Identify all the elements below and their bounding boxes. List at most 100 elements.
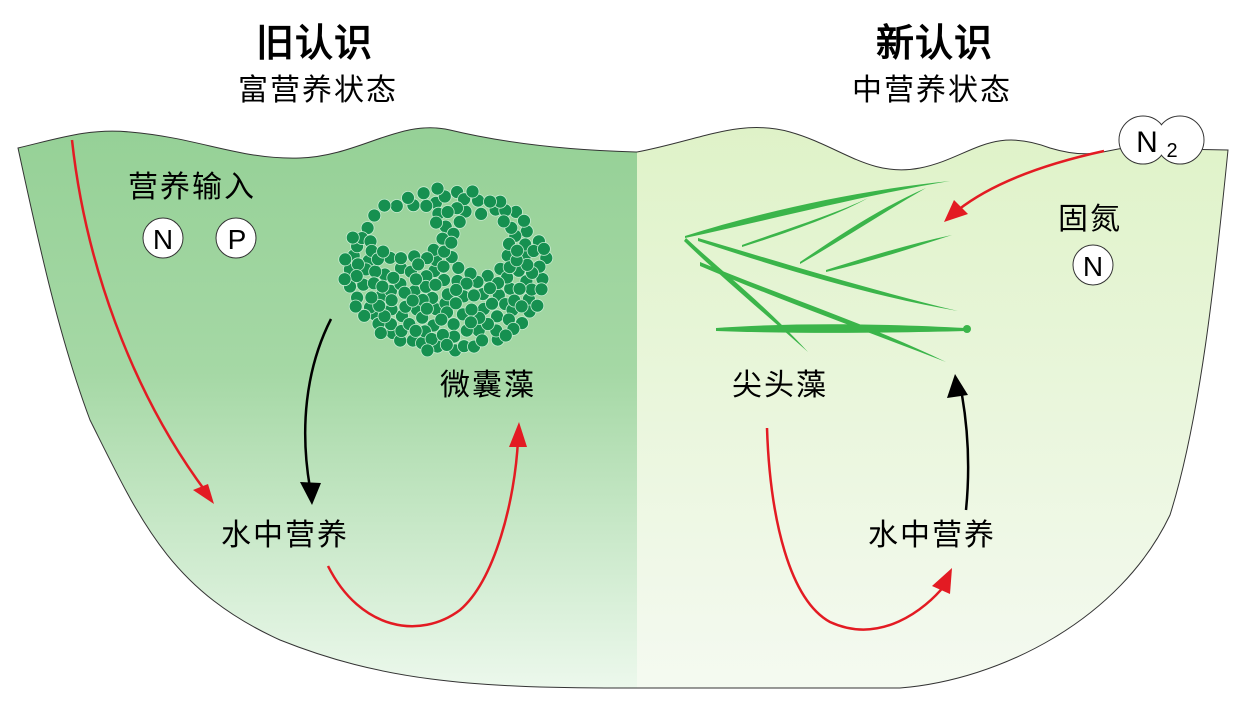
filament <box>700 262 946 362</box>
right-water-nutrients-label: 水中营养 <box>868 518 996 553</box>
release-arrow-right <box>765 427 946 631</box>
colony-cell <box>510 243 524 258</box>
colony-cell <box>530 298 545 313</box>
colony-cell <box>389 199 404 213</box>
fixed-n-badge: N <box>1072 244 1114 286</box>
colony-cell <box>375 279 390 294</box>
colony-cell <box>496 214 511 229</box>
colony-cell <box>436 259 451 274</box>
colony-cell <box>512 281 527 296</box>
filament-tip <box>963 325 971 333</box>
colony-cell <box>440 205 455 219</box>
left-title: 旧认识 <box>256 21 374 65</box>
colony-cell <box>463 315 478 330</box>
colony-cell <box>376 244 391 259</box>
left-water-nutrients-label: 水中营养 <box>221 518 349 553</box>
colony-cell <box>449 282 464 297</box>
colony-cell <box>474 206 489 221</box>
filament <box>826 235 952 272</box>
colony-cell <box>357 308 372 323</box>
filament <box>742 198 868 247</box>
colony-cell <box>408 323 423 338</box>
colony-cell <box>351 257 365 272</box>
fixation-arrowhead <box>944 200 968 222</box>
fixation-arrow <box>957 149 1105 211</box>
nitrogen-fixation-label: 固氮 <box>1058 202 1122 237</box>
colony-cell <box>465 184 480 199</box>
nutrient-n-badge: N <box>142 217 184 259</box>
nutrient-input-arrow <box>70 139 208 493</box>
colony-cell <box>444 235 459 250</box>
colony-cell <box>459 276 474 291</box>
colony-cell <box>337 272 352 287</box>
n2-subscript: 2 <box>1166 140 1177 162</box>
filament <box>800 188 926 264</box>
nutrient-input-label: 营养输入 <box>128 170 256 205</box>
colony-cell <box>384 293 399 308</box>
colony-cell <box>349 269 364 283</box>
colony-cell <box>411 257 426 272</box>
uptake-arrowhead-right <box>947 374 968 398</box>
trichodesmium-label: 尖头藻 <box>732 368 828 403</box>
colony-cell <box>537 241 551 256</box>
colony-cell <box>430 181 445 196</box>
filament <box>684 238 808 352</box>
colony-cell <box>466 288 481 303</box>
colony-cell <box>338 252 353 267</box>
colony-cell <box>419 301 434 316</box>
colony-cell <box>348 299 363 314</box>
colony-cell <box>377 198 392 213</box>
fixed-n-text: N <box>1083 251 1103 282</box>
left-water <box>18 127 637 688</box>
uptake-arrow-right <box>960 394 970 511</box>
colony-cell <box>448 296 463 311</box>
n2-symbol: N <box>1136 126 1158 159</box>
colony-cell <box>367 208 382 223</box>
right-title: 新认识 <box>876 21 994 65</box>
colony-cell <box>452 214 467 229</box>
colony-cell <box>514 299 529 314</box>
release-arrowhead-left <box>300 482 321 505</box>
nutrient-n-text: N <box>153 224 173 255</box>
colony-cell <box>483 194 497 209</box>
colony-cell <box>439 337 454 352</box>
nutrient-input-arrowhead <box>193 484 214 504</box>
right-subtitle: 中营养状态 <box>852 73 1012 108</box>
filament <box>716 324 966 333</box>
colony-cell <box>482 281 497 296</box>
release-arrowhead-right <box>932 568 952 594</box>
filament-bundle <box>684 181 971 362</box>
colony-cell <box>401 190 415 205</box>
left-subtitle: 富营养状态 <box>238 73 398 108</box>
colony-cell <box>434 312 449 327</box>
right-water <box>637 127 1228 688</box>
uptake-arrowhead-left <box>509 422 527 447</box>
colony-cell <box>446 317 461 332</box>
colony-cell <box>405 293 420 308</box>
colony-cell <box>409 272 423 287</box>
microcystis-label: 微囊藻 <box>440 368 536 403</box>
colony-cell <box>485 296 499 311</box>
colony-cell <box>364 290 379 305</box>
colony-cell <box>534 282 549 297</box>
colony-cell <box>368 264 383 279</box>
colony-cell <box>393 251 408 266</box>
n2-molecule: N 2 <box>1118 115 1205 165</box>
arrows <box>70 139 1105 631</box>
colony-cell <box>429 215 444 230</box>
colony-cell <box>373 326 388 340</box>
uptake-arrow-left <box>326 439 520 628</box>
colony-cell <box>419 198 434 213</box>
colony-cell <box>517 213 531 228</box>
nutrient-p-text: P <box>228 224 247 255</box>
colony-cell <box>498 328 513 343</box>
colony-cell <box>475 333 490 348</box>
colony-cell <box>437 244 452 259</box>
colony-cell <box>464 302 479 317</box>
colony-cell <box>416 186 431 201</box>
colony-cell <box>428 277 443 292</box>
microcystis-colony <box>337 181 554 358</box>
colony-cell <box>420 343 435 358</box>
